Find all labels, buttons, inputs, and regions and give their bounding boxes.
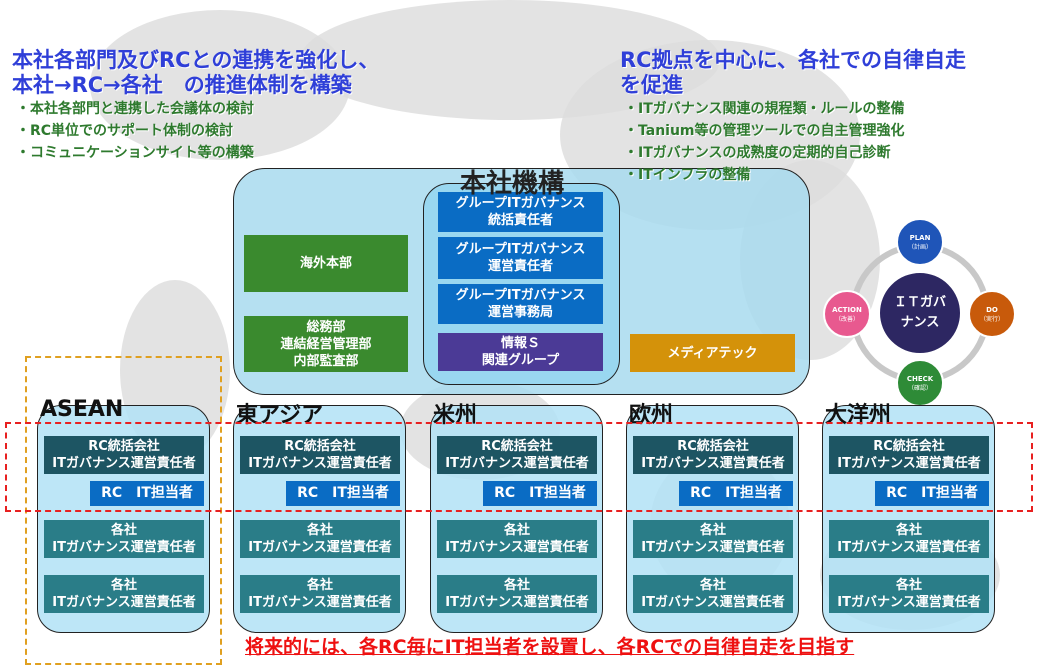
rc-it-box: RC IT担当者 [875,481,989,506]
rc-it-box: RC IT担当者 [483,481,597,506]
company-box: 各社 ITガバナンス運営責任者 [633,575,793,613]
company-box: 各社 ITガバナンス運営責任者 [44,520,204,558]
hq-purple-box: 情報Ｓ 関連グループ [438,333,603,371]
company-box: 各社 ITガバナンス運営責任者 [44,575,204,613]
check-label: CHECK [906,374,934,383]
pdca-plan: PLAN（計画） [896,218,944,266]
left-heading: 本社各部門及びRCとの連携を強化し、 本社→RC→各社 の推進体制を構築 ・本社… [12,48,379,164]
do-label: DO [986,305,998,314]
hq-green-box: 総務部 連結経営管理部 内部監査部 [244,316,408,372]
rc-lead-box: RC統括会社 ITガバナンス運営責任者 [44,436,204,474]
region-panel: RC統括会社 ITガバナンス運営責任者 RC IT担当者 各社 ITガバナンス運… [430,405,603,633]
hq-title: 本社機構 [460,169,565,199]
rc-lead-box: RC統括会社 ITガバナンス運営責任者 [829,436,989,474]
do-sub: （実行） [979,315,1004,323]
right-bullet: ・ITインフラの整備 [624,167,751,183]
rc-it-box: RC IT担当者 [679,481,793,506]
pdca-check: CHECK（確認） [896,359,944,407]
left-bullet: ・RC単位でのサポート体制の検討 [16,123,234,139]
region-label: ASEAN [40,397,124,422]
company-box: 各社 ITガバナンス運営責任者 [437,520,597,558]
pdca-action: ACTION（改善） [823,290,871,338]
footer-goal: 将来的には、各RC毎にIT担当者を設置し、各RCでの自律自走を目指す [245,636,855,658]
company-box: 各社 ITガバナンス運営責任者 [437,575,597,613]
right-heading-line: RC拠点を中心に、各社での自律自走 [620,48,966,72]
right-heading-line: を促進 [620,73,683,97]
company-box: 各社 ITガバナンス運営責任者 [240,575,400,613]
rc-highlight-frame [5,422,1033,512]
check-sub: （確認） [907,384,932,392]
pdca-do: DO（実行） [968,290,1016,338]
region-panel: RC統括会社 ITガバナンス運営責任者 RC IT担当者 各社 ITガバナンス運… [822,405,995,633]
action-sub: （改善） [834,315,859,323]
hq-blue-box: グループITガバナンス 運営責任者 [438,237,603,279]
hq-orange-box: メディアテック [630,334,795,372]
rc-it-box: RC IT担当者 [90,481,204,506]
right-bullet: ・ITガバナンス関連の規程類・ルールの整備 [624,101,905,117]
region-panel: RC統括会社 ITガバナンス運営責任者 RC IT担当者 各社 ITガバナンス運… [626,405,799,633]
right-heading: RC拠点を中心に、各社での自律自走 を促進 ・ITガバナンス関連の規程類・ルール… [620,48,966,186]
pdca-center-label: ＩＴガバ ナンス [893,295,946,330]
left-heading-line: 本社各部門及びRCとの連携を強化し、 [12,48,380,72]
hq-blue-box: グループITガバナンス 統括責任者 [438,192,603,232]
rc-it-box: RC IT担当者 [286,481,400,506]
hq-blue-box: グループITガバナンス 運営事務局 [438,284,603,324]
left-heading-line: 本社→RC→各社 の推進体制を構築 [12,73,352,97]
company-box: 各社 ITガバナンス運営責任者 [829,520,989,558]
plan-sub: （計画） [907,243,932,251]
left-bullet: ・コミュニケーションサイト等の構築 [16,145,254,161]
plan-label: PLAN [909,233,931,242]
action-label: ACTION [832,305,862,314]
rc-lead-box: RC統括会社 ITガバナンス運営責任者 [437,436,597,474]
left-bullet: ・本社各部門と連携した会議体の検討 [16,101,254,117]
company-box: 各社 ITガバナンス運営責任者 [240,520,400,558]
region-panel: RC統括会社 ITガバナンス運営責任者 RC IT担当者 各社 ITガバナンス運… [37,405,210,633]
company-box: 各社 ITガバナンス運営責任者 [633,520,793,558]
rc-lead-box: RC統括会社 ITガバナンス運営責任者 [240,436,400,474]
right-bullet: ・ITガバナンスの成熟度の定期的自己診断 [624,145,891,161]
hq-green-box: 海外本部 [244,235,408,292]
company-box: 各社 ITガバナンス運営責任者 [829,575,989,613]
pdca-center: ＩＴガバ ナンス [878,271,962,355]
right-bullet: ・Tanium等の管理ツールでの自主管理強化 [624,123,905,139]
rc-lead-box: RC統括会社 ITガバナンス運営責任者 [633,436,793,474]
region-panel: RC統括会社 ITガバナンス運営責任者 RC IT担当者 各社 ITガバナンス運… [233,405,406,633]
